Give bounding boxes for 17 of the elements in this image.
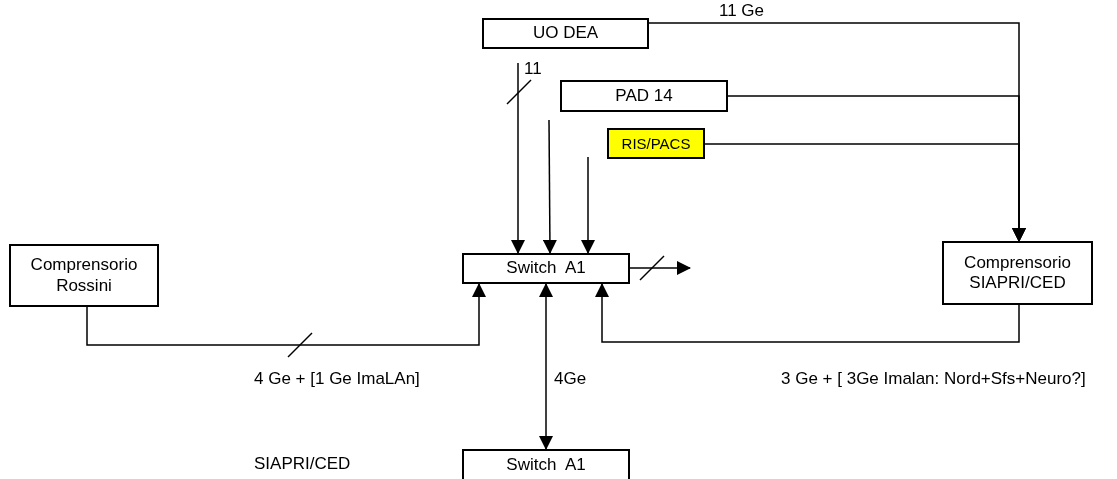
process-box: RIS/PACS [607,128,705,159]
arrow [539,283,553,450]
arrow [506,62,532,254]
arrow [581,156,595,254]
arrow [595,283,1020,343]
arrow [542,119,557,254]
arrow [629,255,691,281]
process-box: Switch A1 [462,449,630,479]
process-box: Comprensorio Rossini [9,244,159,307]
process-box: Switch A1 [462,253,630,284]
arrow [86,283,486,358]
process-box: PAD 14 [560,80,728,112]
process-box: UO DEA [482,18,649,49]
edge-label: 4 Ge + [1 Ge ImaLAn] [253,370,421,389]
process-box: Comprensorio SIAPRI/CED [942,241,1093,305]
arrow [704,143,1026,242]
edge-label: 3 Ge + [ 3Ge Imalan: Nord+Sfs+Neuro?] [780,370,1087,389]
